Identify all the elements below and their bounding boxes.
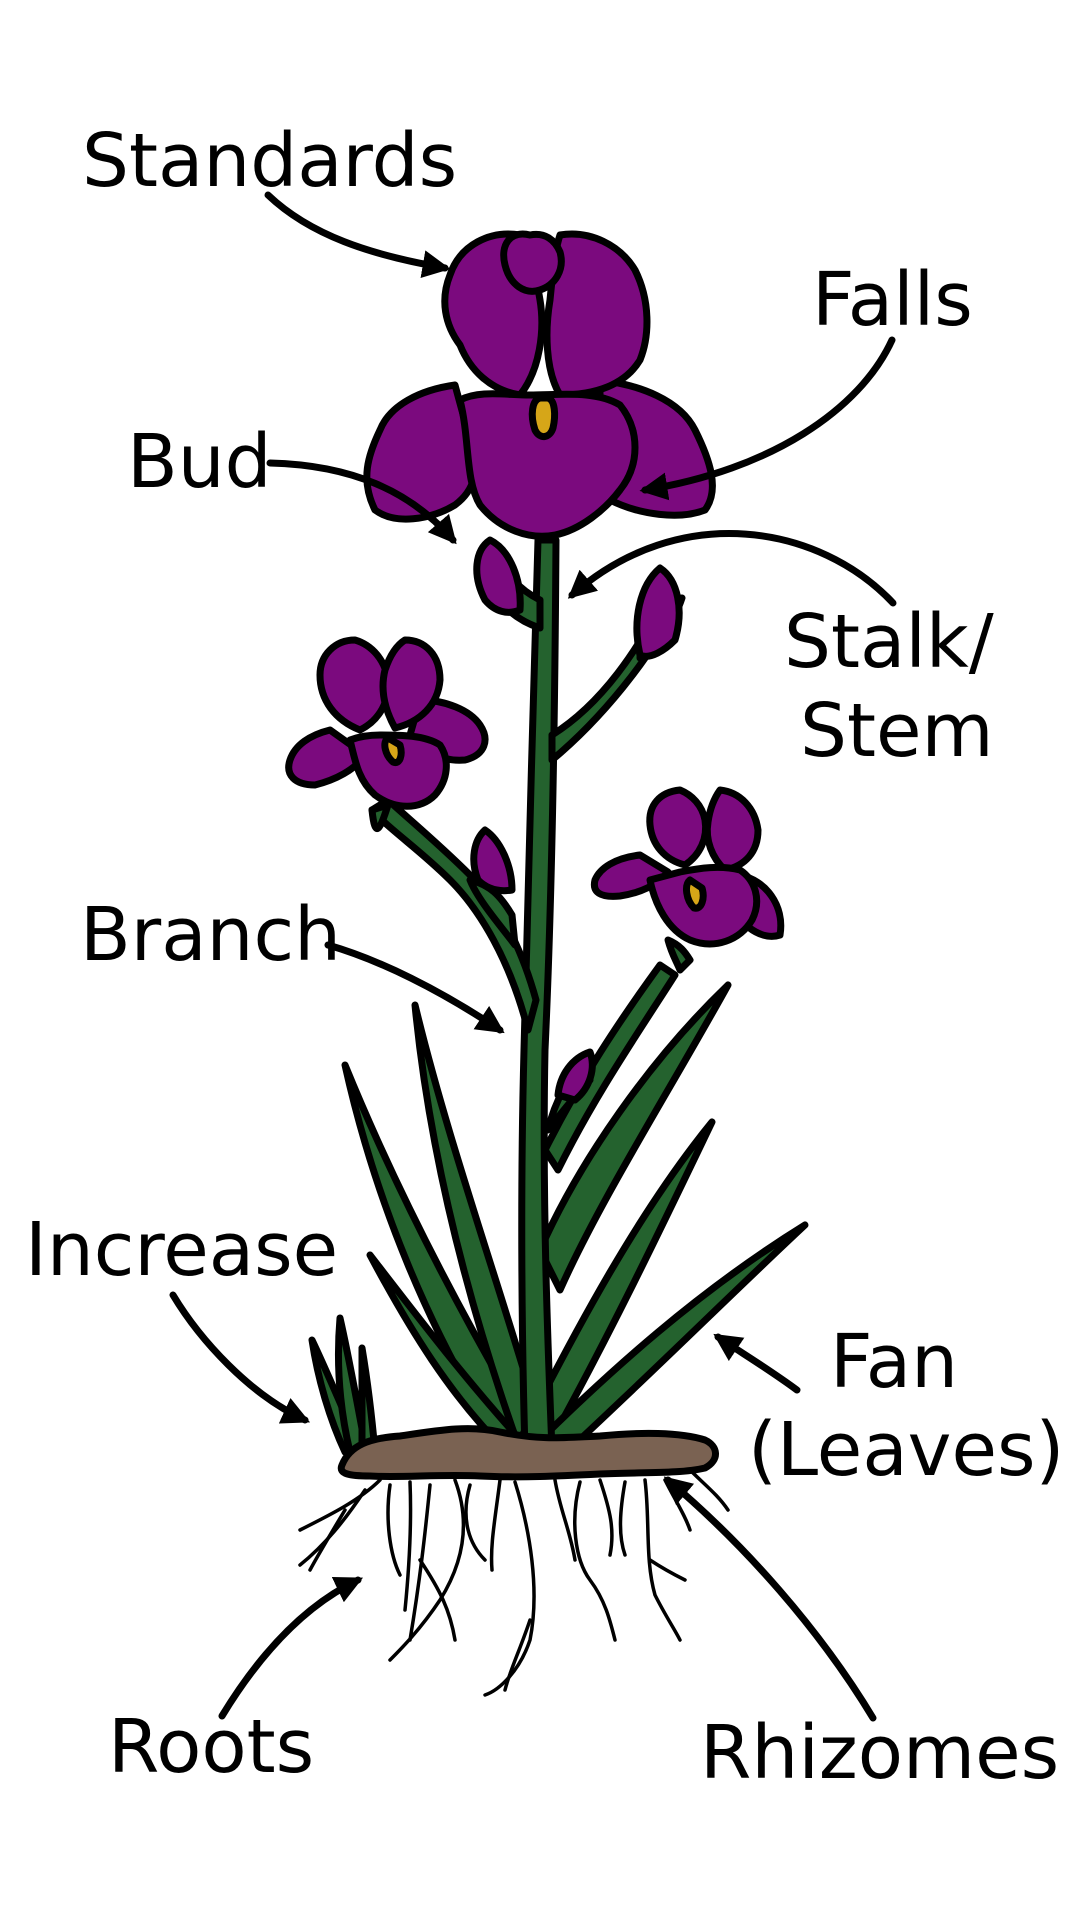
top-flower-beard: [528, 394, 559, 440]
label-falls: Falls: [812, 257, 973, 343]
label-increase: Increase: [25, 1207, 338, 1293]
arrow-stalk: [567, 530, 897, 607]
fan-leaves: [341, 981, 809, 1462]
right-flower-beard: [683, 876, 707, 912]
rhizome-soil: [337, 1425, 719, 1481]
label-roots: Roots: [108, 1704, 314, 1790]
bud-top: [473, 536, 524, 616]
label-rhizomes: Rhizomes: [700, 1710, 1059, 1796]
arrow-increase: [169, 1291, 311, 1424]
label-fan-line1: Fan: [830, 1319, 958, 1405]
label-bud: Bud: [127, 419, 272, 505]
arrow-rhizomes: [663, 1476, 877, 1722]
label-stalk-line2: Stem: [800, 688, 994, 774]
left-flower-beard: [381, 734, 405, 766]
iris-plant: [285, 230, 809, 1697]
arrow-falls: [639, 336, 896, 501]
arrow-bud: [266, 459, 457, 545]
right-flower: [590, 786, 785, 974]
increase-fan: [308, 1314, 379, 1456]
bud-lower: [554, 1048, 596, 1104]
label-stalk-line1: Stalk/: [784, 599, 994, 685]
arrow-standards: [264, 191, 451, 278]
label-standards: Standards: [82, 118, 457, 204]
arrows: [169, 191, 897, 1722]
arrow-branch: [324, 941, 505, 1034]
bud-left-branch: [470, 826, 516, 895]
top-flower: [363, 230, 716, 540]
label-fan-line2: (Leaves): [748, 1407, 1064, 1493]
labels: Standards Falls Bud Stalk/ Stem Branch I…: [25, 118, 1064, 1796]
roots: [298, 1468, 730, 1697]
arrow-fan: [713, 1333, 801, 1394]
bud-right: [633, 564, 683, 660]
left-flower: [285, 636, 489, 832]
label-branch: Branch: [80, 892, 341, 978]
arrow-roots: [218, 1576, 364, 1720]
